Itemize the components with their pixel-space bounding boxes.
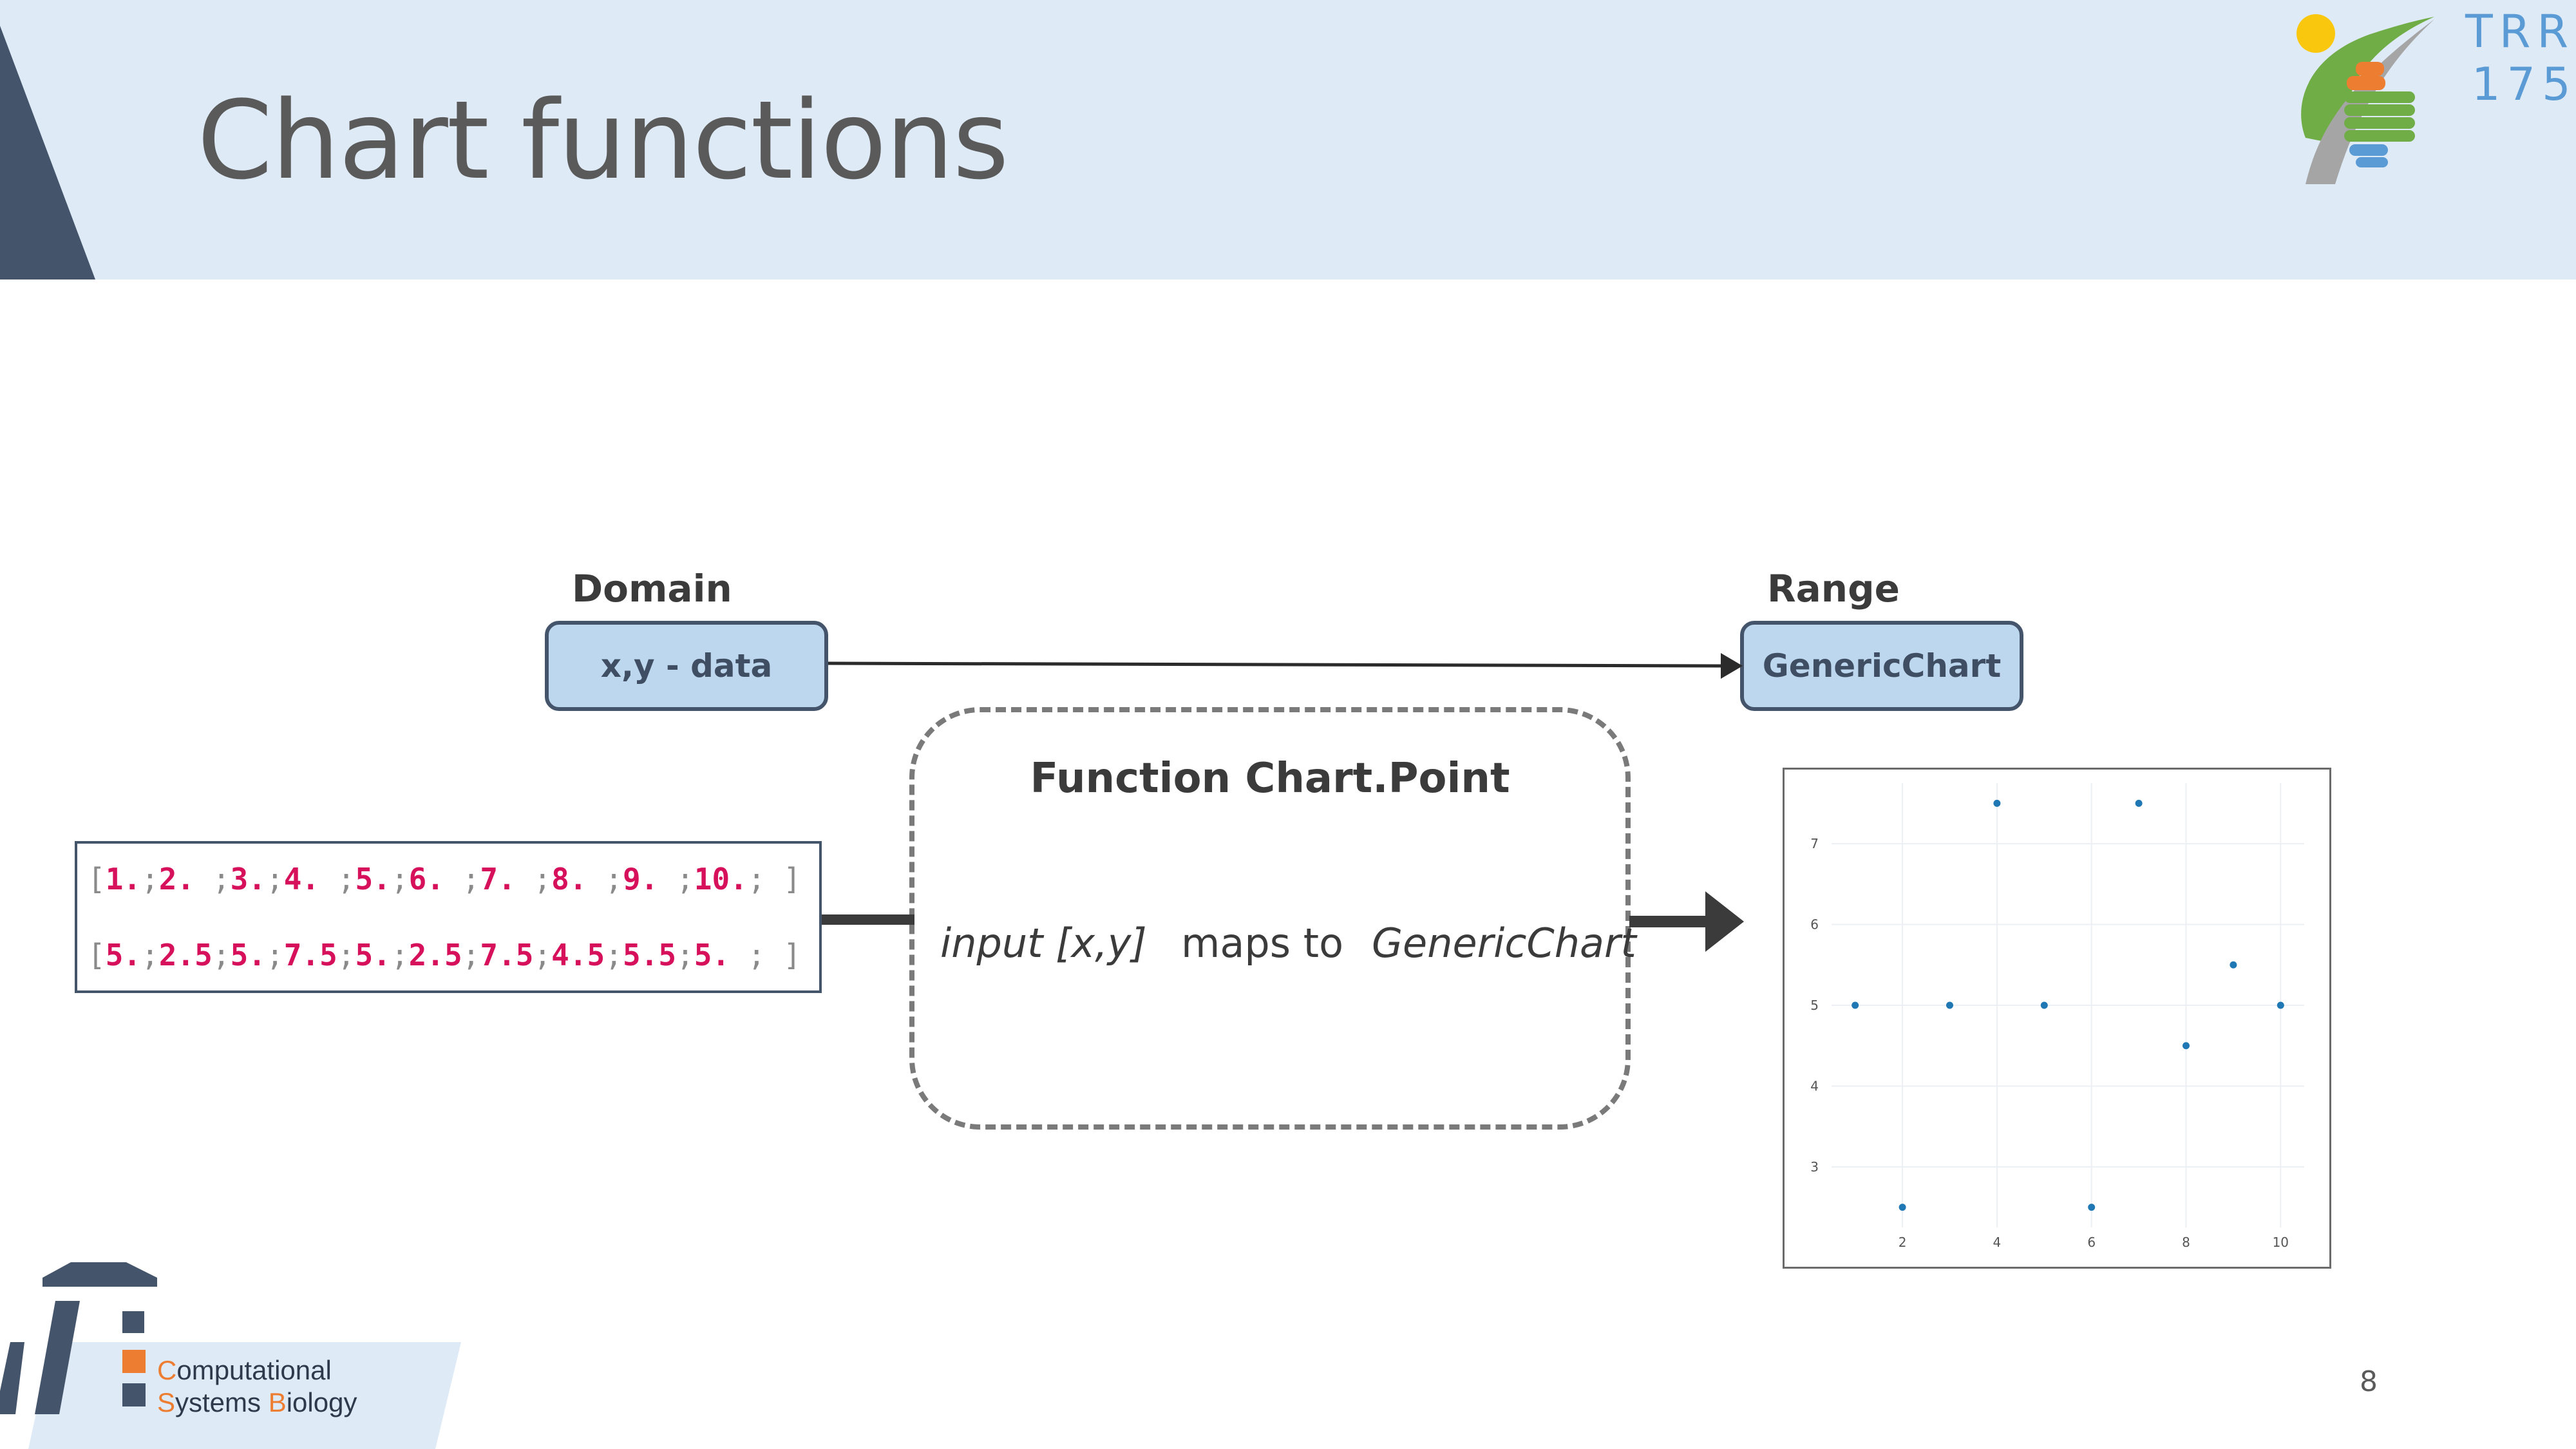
y-data-value: 2.5 <box>408 938 462 972</box>
separator: ; <box>337 938 355 972</box>
x-tick-label: 2 <box>1899 1235 1907 1250</box>
separator: ; <box>265 862 284 896</box>
bracket-close: ] <box>765 862 801 896</box>
y-tick-label: 6 <box>1810 917 1819 933</box>
scatter-point <box>1993 799 2001 807</box>
footer-initial-c: C <box>157 1355 177 1385</box>
function-output-text: GenericChart <box>1372 920 1636 967</box>
y-data-value: 5. <box>230 938 266 972</box>
csb-logo-icon <box>0 1262 461 1449</box>
mapping-arrow <box>828 653 1743 679</box>
separator: ; <box>265 938 284 972</box>
y-data-value: 5. <box>355 938 391 972</box>
footer-initial-b: B <box>268 1387 287 1417</box>
domain-box-text: x,y - data <box>600 647 773 685</box>
y-tick-label: 5 <box>1810 998 1819 1013</box>
domain-label: Domain <box>572 567 732 611</box>
page-number: 8 <box>2360 1365 2378 1398</box>
footer-systems-biology: Systems Biology <box>157 1387 357 1418</box>
x-tick-label: 4 <box>1993 1235 2002 1250</box>
y-tick-label: 3 <box>1810 1159 1819 1175</box>
x-data-value: 2. <box>158 862 213 896</box>
x-data-array: [1.;2. ;3.;4. ;5.;6. ;7. ;8. ;9. ;10.; ] <box>88 862 801 896</box>
scatter-point <box>1946 1001 1953 1009</box>
bracket-close: ] <box>765 938 801 972</box>
separator: ; <box>462 862 480 896</box>
separator: ; <box>605 862 623 896</box>
y-data-array: [5.;2.5;5.;7.5;5.;2.5;7.5;4.5;5.5;5. ; ] <box>88 938 801 972</box>
x-data-value: 6. <box>408 862 462 896</box>
separator: ; <box>390 862 409 896</box>
y-data-value: 7.5 <box>480 938 534 972</box>
y-data-value: 2.5 <box>158 938 213 972</box>
input-connector <box>822 914 914 925</box>
x-data-value: 8. <box>551 862 605 896</box>
function-maps-text: maps to <box>1181 920 1343 967</box>
footer-line2-mid: ystems <box>175 1387 269 1417</box>
separator: ; <box>676 862 694 896</box>
bracket-open: [ <box>88 938 106 972</box>
y-data-value: 4.5 <box>551 938 605 972</box>
range-label: Range <box>1767 567 1900 611</box>
x-data-value: 3. <box>230 862 266 896</box>
function-input-text: input [x,y] <box>940 920 1147 967</box>
separator: ; <box>390 938 409 972</box>
y-tick-label: 4 <box>1810 1078 1819 1094</box>
scatter-point <box>2183 1042 2190 1050</box>
separator: ; <box>533 862 552 896</box>
separator: ; <box>533 938 552 972</box>
separator: ; <box>212 938 231 972</box>
x-data-value: 4. <box>283 862 337 896</box>
slide-title: Chart functions <box>197 77 1009 204</box>
separator: ; <box>676 938 694 972</box>
x-data-value: 1. <box>105 862 142 896</box>
domain-box: x,y - data <box>545 621 828 711</box>
scatter-point <box>2135 799 2143 807</box>
bracket-open: [ <box>88 862 106 896</box>
data-array-box <box>75 841 822 993</box>
separator: ; <box>141 862 159 896</box>
x-tick-label: 6 <box>2087 1235 2096 1250</box>
footer-line2-rest: iology <box>286 1387 357 1417</box>
y-data-value: 5.5 <box>622 938 677 972</box>
footer-line1-rest: omputational <box>176 1355 332 1385</box>
separator: ; <box>337 862 355 896</box>
trr-label: TRR <box>2465 5 2575 58</box>
separator: ; <box>462 938 480 972</box>
x-data-value: 10. <box>694 862 748 896</box>
function-title: Function Chart.Point <box>1030 755 1510 802</box>
scatter-point <box>2088 1204 2096 1211</box>
header-accent-shape <box>0 26 95 279</box>
x-data-value: 5. <box>355 862 391 896</box>
range-box-text: GenericChart <box>1762 647 2002 685</box>
output-arrow <box>1629 891 1744 952</box>
y-tick-label: 7 <box>1810 836 1819 851</box>
separator: ; <box>141 938 159 972</box>
separator: ; <box>747 862 766 896</box>
range-box: GenericChart <box>1740 621 2023 711</box>
scatter-point <box>1852 1001 1859 1009</box>
scatter-point <box>2230 961 2237 969</box>
scatter-point <box>2040 1001 2048 1009</box>
scatter-point <box>2277 1001 2284 1009</box>
x-tick-label: 8 <box>2182 1235 2190 1250</box>
separator: ; <box>212 862 231 896</box>
separator: ; <box>605 938 623 972</box>
y-data-value: 5. <box>105 938 142 972</box>
footer-initial-s: S <box>157 1387 176 1417</box>
scatter-chart: 2 4 6 8 10 3 4 5 6 7 <box>1810 783 2304 1250</box>
x-tick-label: 10 <box>2273 1235 2289 1250</box>
separator: ; <box>747 938 766 972</box>
y-data-value: 7.5 <box>283 938 337 972</box>
trr175-logo-icon <box>2297 14 2434 184</box>
chart-frame <box>1783 768 2331 1269</box>
header-band <box>0 0 2576 279</box>
trr-number: 175 <box>2472 58 2576 111</box>
x-data-value: 9. <box>622 862 677 896</box>
x-data-value: 7. <box>480 862 534 896</box>
fsharp-logo-icon <box>1868 270 2524 799</box>
y-data-value: 5. <box>694 938 748 972</box>
scatter-point <box>1899 1204 1906 1211</box>
footer-computational: Computational <box>157 1355 332 1386</box>
